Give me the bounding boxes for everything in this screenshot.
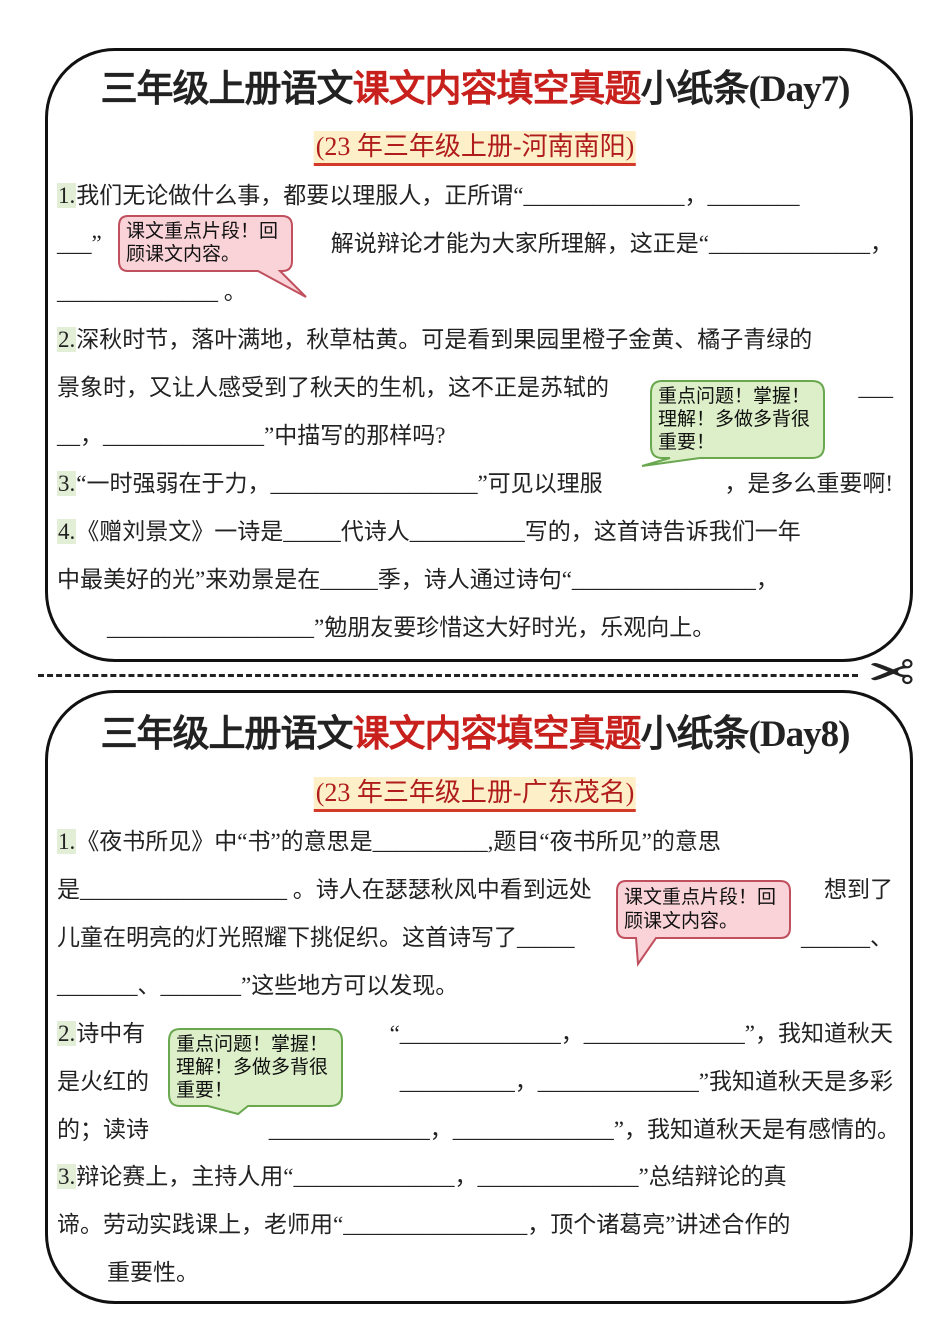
scissors-icon: ✂: [868, 641, 915, 706]
day7-q1-line1: 1.我们无论做什么事，都要以理服人，正所谓“______________，___…: [57, 182, 799, 210]
line-text: 深秋时节，落叶满地，秋草枯黄。可是看到果园里橙子金黄、橘子青绿的: [76, 327, 813, 352]
question-number: 1.: [57, 183, 77, 208]
day8-q1-line2-right: 想到了: [824, 877, 893, 902]
question-number: 3.: [57, 471, 77, 496]
callout-shape: [641, 380, 825, 467]
day8-q1-line4: _______、_______”这些地方可以发现。: [57, 973, 459, 998]
callout-line: 重点问题！掌握！: [176, 1033, 329, 1055]
title-highlight: 课文内容填空真题: [352, 714, 642, 755]
callout-shape: [616, 880, 791, 967]
title-highlight: 课文内容填空真题: [352, 69, 642, 110]
day8-q1-line3-right: ______、: [801, 925, 893, 950]
title-text: 三年级上册语文: [100, 69, 354, 110]
callout-line: 理解！多做多背很: [176, 1056, 329, 1078]
day7-q4-line1: 4.《赠刘景文》一诗是_____代诗人__________写的，这首诗告诉我们一…: [57, 518, 801, 546]
day8-q2-line2-left: 是火红的: [57, 1069, 149, 1094]
line-text: 我们无论做什么事，都要以理服人，正所谓“______________，_____…: [76, 183, 800, 208]
line-text: 《赠刘景文》一诗是_____代诗人__________写的，这首诗告诉我们一年: [76, 519, 801, 544]
day8-q2-line1-left: 2.诗中有: [57, 1020, 145, 1048]
callout-line: 顾课文内容。: [126, 243, 241, 265]
callout-shape: [168, 1028, 343, 1116]
question-number: 2.: [57, 1021, 77, 1046]
line-text: “一时强弱在于力，__________________”可见以理服: [76, 471, 603, 496]
callout-line: 课文重点片段！回: [126, 220, 279, 242]
callout-line: 理解！多做多背很: [658, 408, 811, 430]
callout-shape: [118, 215, 307, 298]
title-day: 小纸条(Day7): [640, 69, 851, 110]
day8-q1-line1: 1.《夜书所见》中“书”的意思是__________,题目“夜书所见”的意思: [57, 828, 721, 856]
day8-q2-line1-right: “______________，______________”，我知道秋天: [389, 1021, 893, 1046]
callout-line: 顾课文内容。: [624, 910, 739, 932]
day7-q1-line2-right: 解说辩论才能为大家所理解，这正是“______________，: [330, 231, 893, 256]
day8-q1-line3-left: 儿童在明亮的灯光照耀下挑促织。这首诗写了_____: [57, 925, 575, 950]
title-day: 小纸条(Day8): [640, 714, 851, 755]
callout-line: 课文重点片段！回: [624, 886, 777, 908]
day7-q2-line2-right: ___: [858, 375, 894, 400]
day8-q3-line3: 重要性。: [107, 1260, 199, 1285]
day7-q2-line3: __，______________”中描写的那样吗?: [57, 423, 446, 448]
day8-q2-line3-right: ______________，______________”，我知道秋天是有感情…: [268, 1117, 900, 1142]
day8-q3-line1: 3.辩论赛上，主持人用“______________，_____________…: [57, 1163, 787, 1191]
title-text: 三年级上册语文: [100, 714, 354, 755]
line-text: 辩论赛上，主持人用“______________，______________”…: [76, 1164, 787, 1189]
day8-q2-line2-right: __________，______________”我知道秋天是多彩: [399, 1069, 893, 1094]
question-number: 3.: [57, 1164, 77, 1189]
callout-line: 重要！: [658, 431, 716, 453]
question-number: 1.: [57, 829, 77, 854]
callout-line: 重点问题！掌握！: [658, 385, 811, 407]
day7-q4-line2: 中最美好的光”来劝景是在_____季，诗人通过诗句“______________…: [57, 567, 779, 592]
day8-subtitle: (23 年三年级上册-广东茂名): [313, 777, 637, 812]
callout-line: 重要！: [176, 1079, 234, 1101]
day7-q3-right: ，是多么重要啊!: [724, 471, 893, 496]
line-text: 诗中有: [76, 1021, 146, 1046]
question-number: 4.: [57, 519, 77, 544]
day7-q2-line2-left: 景象时，又让人感受到了秋天的生机，这不正是苏轼的: [57, 375, 609, 400]
day7-q1-line3: ______________ 。: [57, 279, 247, 304]
day8-q2-line3-left: 的；读诗: [57, 1117, 149, 1142]
day7-title: 三年级上册语文课文内容填空真题小纸条(Day7): [0, 68, 950, 112]
day7-q4-line3: __________________”勉朋友要珍惜这大好时光，乐观向上。: [107, 615, 716, 640]
day8-q1-line2-left: 是__________________ 。诗人在瑟瑟秋风中看到远处: [57, 877, 592, 902]
line-text: 《夜书所见》中“书”的意思是__________,题目“夜书所见”的意思: [76, 829, 721, 854]
cut-line: [38, 674, 858, 677]
day7-q2-line1: 2.深秋时节，落叶满地，秋草枯黄。可是看到果园里橙子金黄、橘子青绿的: [57, 326, 812, 354]
day8-q3-line2: 谛。劳动实践课上，老师用“________________，顶个诸葛亮”讲述合作…: [57, 1212, 791, 1237]
day8-title: 三年级上册语文课文内容填空真题小纸条(Day8): [0, 713, 950, 757]
day7-q1-line2-left: ___”: [57, 231, 102, 256]
question-number: 2.: [57, 327, 77, 352]
day7-q3-left: 3.“一时强弱在于力，__________________”可见以理服: [57, 470, 603, 498]
day7-subtitle: (23 年三年级上册-河南南阳): [313, 131, 637, 166]
